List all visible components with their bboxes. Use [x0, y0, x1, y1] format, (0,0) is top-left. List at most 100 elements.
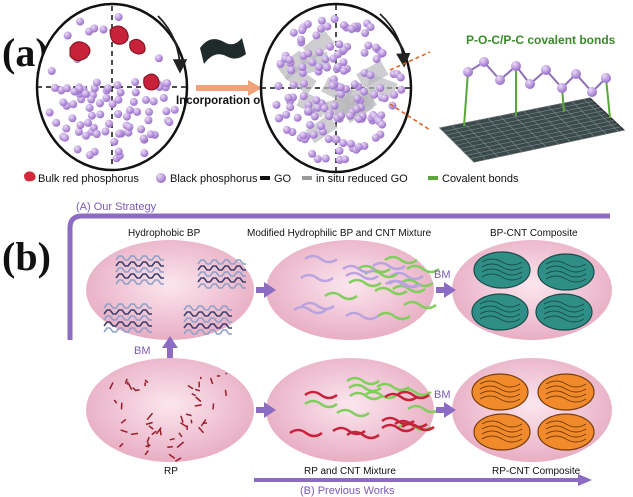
composite-texture — [481, 430, 523, 438]
black-phosphorus-sphere — [325, 112, 334, 121]
rp-bond — [212, 403, 215, 410]
black-phosphorus-sphere — [114, 147, 123, 156]
black-phosphorus-sphere — [312, 31, 321, 40]
bp-cnt-composite-ellipse — [452, 240, 612, 340]
mixture-strand — [332, 426, 366, 436]
composite-texture — [481, 420, 523, 428]
composite-particle — [537, 413, 595, 451]
bp-layer — [183, 317, 232, 323]
black-phosphorus-sphere — [96, 99, 104, 108]
bp-layer — [103, 303, 152, 309]
black-phosphorus-sphere — [370, 90, 379, 99]
bm-label-bottom: BM — [434, 389, 451, 401]
rp-bond — [145, 421, 153, 426]
composite-texture — [479, 310, 521, 318]
previous-works-arrow-head — [578, 474, 592, 486]
rp-bond — [120, 418, 127, 424]
composite-particle — [473, 251, 531, 289]
phosphorus-atom — [541, 65, 551, 75]
mixture-strand — [377, 311, 411, 321]
composite-texture — [545, 380, 587, 388]
black-phosphorus-sphere — [131, 78, 140, 86]
legend-reduced-go-icon — [302, 176, 312, 180]
black-phosphorus-sphere — [347, 25, 356, 33]
bp-cnt-composite-label: BP-CNT Composite — [490, 228, 578, 239]
black-phosphorus-sphere — [90, 24, 99, 33]
black-phosphorus-sphere — [330, 101, 339, 110]
rp-bond — [109, 382, 114, 390]
composite-texture — [545, 275, 587, 283]
black-phosphorus-sphere — [76, 121, 85, 130]
legend-reduced-go: in situ reduced GO — [316, 173, 408, 185]
composite-texture — [543, 310, 585, 318]
mixture-strand — [336, 408, 370, 418]
arrow-bottom-2-head — [444, 402, 456, 418]
black-phosphorus-sphere — [146, 130, 155, 139]
rotation-arrow-2 — [379, 13, 411, 68]
arrow-top-1-head — [264, 282, 276, 298]
black-phosphorus-sphere — [336, 83, 345, 92]
black-phosphorus-sphere — [297, 35, 306, 44]
mixture-strand — [348, 383, 382, 393]
black-phosphorus-sphere — [144, 116, 153, 125]
legend-bulk-red-phosphorus: Bulk red phosphorus — [38, 173, 139, 185]
phosphorus-atom — [525, 79, 535, 89]
black-phosphorus-sphere — [159, 93, 168, 102]
black-phosphorus-sphere — [154, 54, 163, 63]
mixture-strand — [301, 301, 335, 311]
black-phosphorus-sphere — [321, 154, 330, 163]
legend-covalent-bonds-icon — [428, 176, 438, 180]
black-phosphorus-sphere — [396, 73, 405, 82]
black-phosphorus-sphere — [304, 101, 313, 109]
black-phosphorus-sphere — [126, 106, 134, 115]
legend-black-phosphorus-icon — [156, 173, 166, 183]
black-phosphorus-sphere — [282, 110, 291, 119]
composite-texture — [481, 273, 523, 281]
rp-bond — [200, 419, 207, 427]
phosphorus-atom — [571, 69, 581, 79]
black-phosphorus-sphere — [149, 97, 158, 106]
black-phosphorus-sphere — [89, 123, 98, 132]
mixture-strand — [345, 311, 379, 321]
rp-cnt-composite-ellipse — [452, 358, 612, 462]
black-phosphorus-sphere — [360, 48, 369, 57]
mixture-strand — [304, 254, 338, 264]
black-phosphorus-sphere — [116, 88, 125, 97]
black-phosphorus-sphere — [298, 26, 307, 35]
previous-works-label: (B) Previous Works — [300, 485, 395, 497]
arrow-bottom-1-head — [264, 402, 276, 418]
composite-texture — [479, 305, 521, 313]
bp-layer — [103, 321, 152, 327]
black-phosphorus-sphere — [352, 105, 361, 114]
black-phosphorus-sphere — [272, 100, 281, 109]
rp-bond — [167, 446, 173, 449]
black-phosphorus-sphere — [85, 103, 94, 112]
black-phosphorus-sphere — [364, 41, 373, 50]
rp-bond — [144, 450, 149, 456]
bp-layer — [115, 261, 164, 267]
black-phosphorus-sphere — [298, 63, 307, 72]
rp-cnt-mixture-label: RP and CNT Mixture — [304, 466, 396, 477]
black-phosphorus-sphere — [165, 118, 174, 127]
black-phosphorus-sphere — [353, 94, 362, 103]
composite-texture — [545, 390, 587, 398]
black-phosphorus-sphere — [376, 84, 385, 92]
bp-layer — [103, 327, 152, 333]
composite-particle — [473, 413, 531, 451]
black-phosphorus-sphere — [337, 90, 345, 99]
rp-bond — [194, 404, 202, 407]
rp-bond — [185, 413, 192, 417]
black-phosphorus-sphere — [323, 22, 332, 31]
mixture-strand — [300, 273, 334, 283]
legend: Bulk red phosphorus Black phosphorus GO … — [24, 171, 519, 185]
black-phosphorus-sphere — [308, 58, 317, 67]
black-phosphorus-sphere — [304, 107, 313, 115]
mixture-strand — [407, 404, 441, 414]
black-phosphorus-sphere — [300, 79, 308, 88]
black-phosphorus-sphere — [371, 43, 380, 52]
black-phosphorus-sphere — [96, 110, 105, 119]
legend-black-phosphorus: Black phosphorus — [170, 173, 258, 185]
red-phosphorus-network — [109, 372, 228, 462]
